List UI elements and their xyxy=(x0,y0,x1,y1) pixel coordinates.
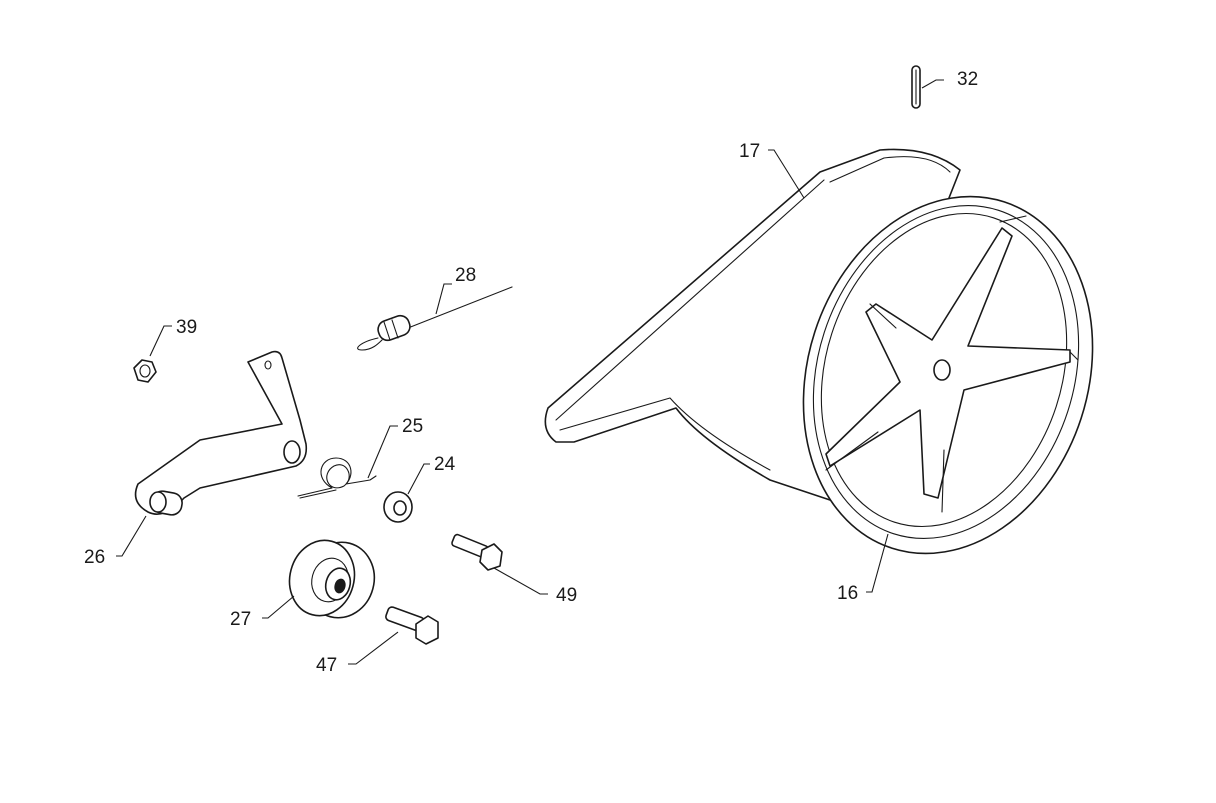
part-28-tension-spring xyxy=(357,286,513,351)
part-27-idler-pulley xyxy=(288,539,376,619)
leader-32 xyxy=(921,79,944,89)
part-32-pin xyxy=(911,65,921,109)
callout-24: 24 xyxy=(434,454,456,475)
leader-25 xyxy=(367,425,398,479)
leader-lines xyxy=(116,79,944,665)
callout-26: 26 xyxy=(84,547,105,568)
callout-32: 32 xyxy=(957,69,978,90)
leader-28 xyxy=(435,283,452,315)
callout-16: 16 xyxy=(837,583,858,604)
callout-25: 25 xyxy=(402,416,423,437)
leader-49 xyxy=(493,567,548,595)
callout-labels: 32 17 16 28 39 25 24 26 27 47 49 xyxy=(84,69,978,676)
part-16-pulley-wheel xyxy=(802,195,1094,555)
callout-17: 17 xyxy=(739,141,760,162)
leader-26 xyxy=(116,515,147,557)
callout-27: 27 xyxy=(230,609,251,630)
part-25-torsion-spring xyxy=(297,457,377,499)
leader-39 xyxy=(149,325,172,357)
callout-49: 49 xyxy=(556,585,577,606)
leader-17 xyxy=(768,149,805,199)
leader-47 xyxy=(348,631,399,665)
leader-27 xyxy=(262,595,295,619)
callout-39: 39 xyxy=(176,317,197,338)
leader-24 xyxy=(407,463,430,495)
part-24-washer xyxy=(383,491,413,523)
part-47-bolt xyxy=(385,606,439,645)
leader-16 xyxy=(866,533,889,593)
part-39-nut xyxy=(133,359,157,383)
callout-28: 28 xyxy=(455,265,476,286)
part-26-tensioner-arm xyxy=(134,350,308,516)
callout-47: 47 xyxy=(316,655,337,676)
part-49-bolt xyxy=(451,533,503,571)
